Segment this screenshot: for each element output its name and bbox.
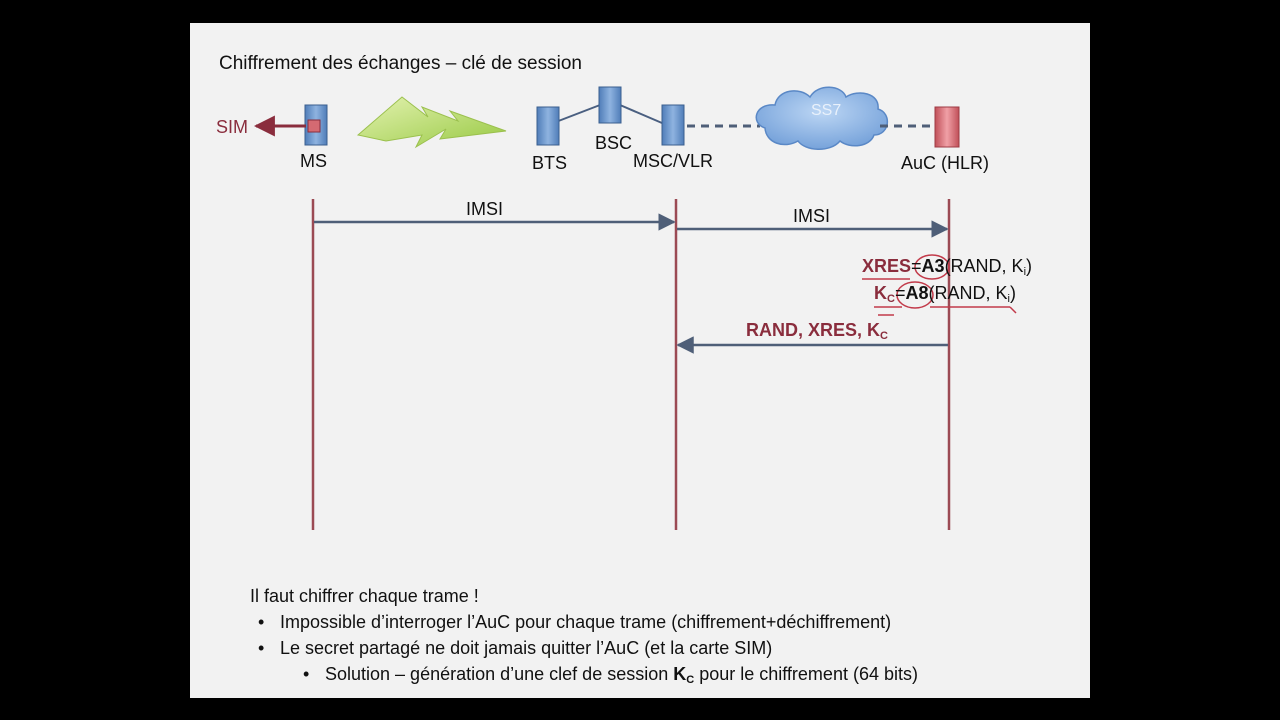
response-label: RAND, XRES, KC xyxy=(746,320,888,342)
auc-label: AuC (HLR) xyxy=(901,153,990,173)
msc-label: MSC/VLR xyxy=(633,151,714,171)
sim-label: SIM xyxy=(216,117,249,137)
bullet-intro: Il faut chiffrer chaque trame ! xyxy=(250,586,479,606)
auc-node xyxy=(934,106,960,148)
kc-formula: KC=A8(RAND, Ki) xyxy=(874,283,1016,305)
diagram-canvas xyxy=(253,86,1017,530)
sub-list-item: •Solution – génération d’une clef de ses… xyxy=(303,664,918,686)
bts-label: BTS xyxy=(532,153,568,173)
bts-node xyxy=(536,106,560,146)
imsi-label-1: IMSI xyxy=(466,199,504,219)
sim-chip-icon xyxy=(307,119,321,133)
msc-node xyxy=(661,104,685,146)
bsc-label: BSC xyxy=(595,133,633,153)
ms-label: MS xyxy=(300,151,327,171)
handwritten-annotations xyxy=(862,254,1017,316)
slide-title: Chiffrement des échanges – clé de sessio… xyxy=(219,53,582,74)
bullet-list: Il faut chiffrer chaque trame ! •Impossi… xyxy=(250,583,918,693)
xres-formula: XRES=A3(RAND, Ki) xyxy=(862,256,1033,278)
ss7-label: SS7 xyxy=(811,102,842,119)
slide: Chiffrement des échanges – clé de sessio… xyxy=(190,23,1090,698)
imsi-label-2: IMSI xyxy=(793,206,831,226)
ss7-cloud-icon xyxy=(755,86,888,150)
ms-node xyxy=(304,104,328,146)
bsc-node xyxy=(598,86,622,124)
list-item: •Impossible d’interroger l’AuC pour chaq… xyxy=(258,612,892,632)
list-item: •Le secret partagé ne doit jamais quitte… xyxy=(258,638,773,658)
radio-link-icon xyxy=(356,96,507,149)
